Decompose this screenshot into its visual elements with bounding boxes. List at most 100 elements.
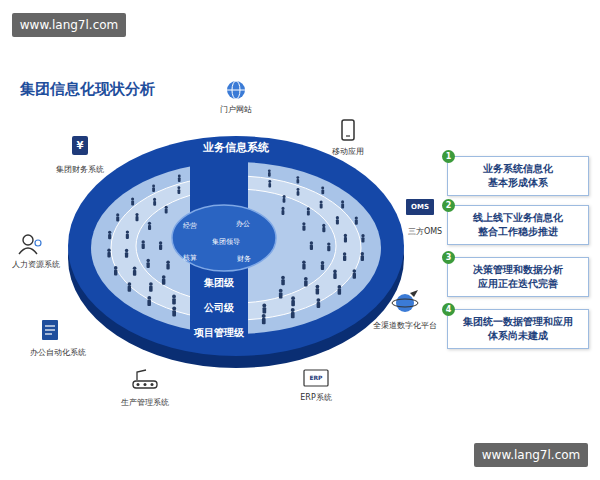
person-head <box>302 222 305 225</box>
person-head <box>327 242 330 245</box>
person-head <box>322 224 325 227</box>
person-head <box>107 249 110 252</box>
person-body <box>282 210 285 215</box>
person-body <box>142 244 145 250</box>
person-body <box>333 273 336 279</box>
disc-top <box>68 136 404 356</box>
person-body <box>281 279 285 285</box>
person-body <box>125 252 128 258</box>
icon-symbol: ERP <box>309 374 322 381</box>
person-body <box>302 264 305 270</box>
role-label: 经营 <box>183 222 197 230</box>
person-head <box>316 285 320 289</box>
system-label: ERP系统 <box>300 393 331 403</box>
system-label: 全渠道数字化平台 <box>373 321 437 331</box>
person-body <box>353 273 356 279</box>
person-body <box>268 183 271 188</box>
person-head <box>114 266 118 270</box>
erp-icon <box>304 370 328 386</box>
callout-number: 2 <box>442 199 455 212</box>
person-head <box>262 303 266 307</box>
person-head <box>268 169 271 172</box>
person-body <box>283 198 286 203</box>
system-label: 门户网站 <box>220 105 252 115</box>
person-body <box>147 262 150 268</box>
person-body <box>361 237 364 242</box>
person-head <box>165 206 168 209</box>
person-head <box>131 198 134 201</box>
person-body <box>149 286 153 292</box>
person-body <box>297 191 300 196</box>
role-label: 财务 <box>237 255 251 263</box>
person-body <box>165 209 168 214</box>
person-head <box>338 285 342 289</box>
person-body <box>343 256 346 262</box>
person-body <box>338 289 342 295</box>
person-head <box>291 308 295 312</box>
person-body <box>336 219 339 224</box>
person-head <box>178 175 181 178</box>
person-head <box>281 276 285 280</box>
person-head <box>343 252 346 255</box>
person-head <box>321 187 324 190</box>
callout-text: 4 <box>442 303 455 316</box>
person-body <box>355 220 358 225</box>
status-text: 决策管理和数据分析 应用正在迭代完善 <box>454 263 582 291</box>
person-body <box>162 279 166 285</box>
portal-icon <box>227 81 245 99</box>
person-head <box>344 234 347 237</box>
person-head <box>128 282 132 286</box>
system-label: 办公自动化系统 <box>30 348 86 358</box>
person-head <box>125 249 128 252</box>
person-head <box>333 270 337 274</box>
person-body <box>322 227 325 232</box>
person-body <box>172 310 176 316</box>
person-body <box>159 245 162 251</box>
person-body <box>291 300 295 306</box>
person-head <box>320 200 323 203</box>
system-label: 移动应用 <box>332 147 364 157</box>
person-body <box>297 179 300 184</box>
role-label: 集团领导 <box>212 238 240 246</box>
person-body <box>116 216 119 221</box>
person-body <box>321 264 324 270</box>
person-body <box>310 245 313 251</box>
person-head <box>302 260 306 264</box>
oms-icon <box>406 199 434 215</box>
person-body <box>302 225 305 230</box>
person-head <box>279 289 283 293</box>
level-label: 业务信息系统 <box>203 141 269 154</box>
person-head <box>361 234 364 237</box>
person-head <box>116 213 119 216</box>
callout-text: 2 <box>442 199 455 212</box>
system-label: 集团财务系统 <box>56 165 104 175</box>
level-label: 集团级 <box>204 277 234 289</box>
person-body <box>268 172 271 177</box>
callout-number: 3 <box>442 251 455 264</box>
status-box: 决策管理和数据分析 应用正在迭代完善3 <box>447 257 589 297</box>
person-head <box>142 240 145 243</box>
callout-number: 4 <box>442 303 455 316</box>
person-body <box>316 288 320 294</box>
person-body <box>279 293 283 299</box>
person-body <box>304 281 308 287</box>
person-head <box>126 230 129 233</box>
system-label: 人力资源系统 <box>12 260 60 270</box>
person-head <box>321 261 325 265</box>
finance-icon <box>72 136 88 155</box>
person-body <box>126 234 129 239</box>
watermark: www.lang7l.com <box>474 443 588 467</box>
person-body <box>178 189 181 194</box>
system-label: 生产管理系统 <box>121 398 169 408</box>
status-text: 业务系统信息化 基本形成体系 <box>454 162 582 190</box>
person-body <box>344 237 347 242</box>
person-head <box>341 200 344 203</box>
person-head <box>352 269 356 273</box>
person-body <box>136 216 139 221</box>
system-label: 三方OMS <box>408 227 442 237</box>
person-head <box>146 259 150 263</box>
hr-icon <box>19 235 41 254</box>
person-head <box>283 195 286 198</box>
person-body <box>108 234 111 239</box>
